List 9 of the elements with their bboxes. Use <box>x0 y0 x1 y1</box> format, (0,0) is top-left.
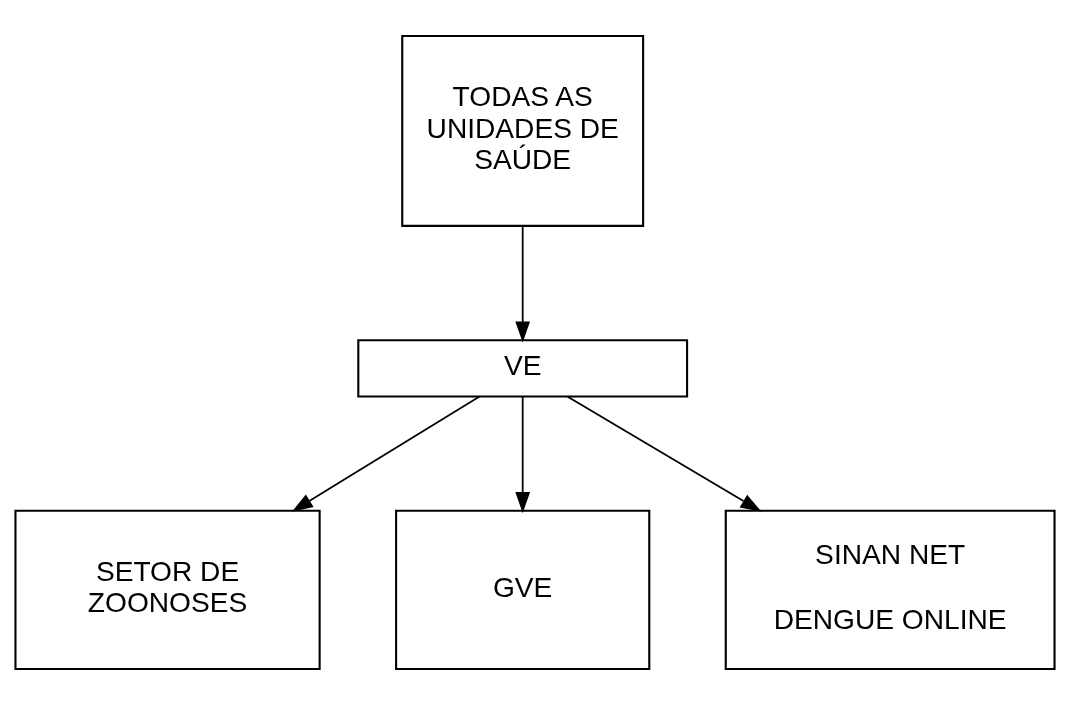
node-box: VE <box>357 338 689 397</box>
node-box: TODAS AS UNIDADES DE SAÚDE <box>401 34 645 227</box>
node-box: SINAN NET DENGUE ONLINE <box>724 509 1056 670</box>
node-box: GVE <box>395 509 651 670</box>
arrow <box>566 395 762 512</box>
node-box: SETOR DE ZOONOSES <box>14 509 321 670</box>
arrow <box>291 395 480 512</box>
arrow <box>515 395 531 513</box>
arrow <box>515 225 531 343</box>
